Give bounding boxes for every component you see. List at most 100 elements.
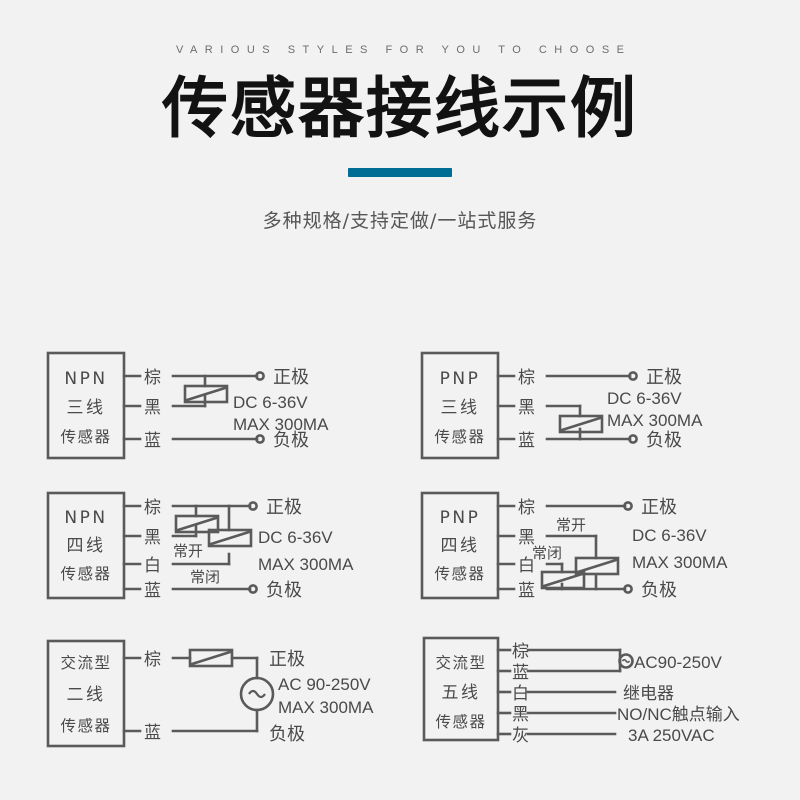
wire-label-black: 黑 [512,705,529,725]
page-subtitle: 多种规格/支持定做/一站式服务 [262,210,538,232]
wire-label-black: 黑 [144,398,161,418]
wire-label-black: 黑 [518,528,535,548]
terminal-positive: 正极 [273,367,309,388]
relay-symbol-no [174,514,220,534]
box-line-2: 五线 [442,683,481,703]
wire-label-brown: 棕 [144,368,161,388]
wire-label-blue: 蓝 [144,723,161,743]
diagram-ac-2-wire: 交流型 二线 传感器 棕 蓝 正极 负极 AC 90-250V MAX 300M… [30,628,390,768]
terminal-negative: 负极 [269,724,305,745]
wire-label-white: 白 [518,556,535,576]
spec-current: MAX 300MA [607,411,703,430]
sensor-box [422,636,500,742]
terminal-dot-positive [255,371,265,381]
spec-voltage: DC 6-36V [632,526,707,545]
relay-symbol [558,414,604,434]
terminal-dot-negative [628,434,638,444]
sensor-box [420,491,500,600]
terminal-dot-positive [248,501,258,511]
terminal-dot-negative [623,584,633,594]
box-line-3: 传感器 [60,717,111,735]
wire-label-blue: 蓝 [144,581,161,601]
wire-label-white: 白 [144,556,161,576]
box-line-3: 传感器 [435,713,486,731]
label-ac-voltage: AC90-250V [634,653,723,672]
spec-voltage: DC 6-36V [607,389,682,408]
box-line-3: 传感器 [434,565,485,583]
box-line-1: PNP [440,369,481,389]
diagram-pnp-3-wire: PNP 三线 传感器 棕 黑 蓝 正极 负极 DC 6-36V MAX 300M… [410,338,770,478]
wire-label-black: 黑 [518,398,535,418]
terminal-dot-positive [623,501,633,511]
box-line-2: 四线 [441,536,480,556]
sensor-box [46,491,126,600]
box-line-2: 四线 [67,536,106,556]
sensor-box [46,639,126,748]
diagram-npn-4-wire: NPN 四线 传感器 棕 黑 白 蓝 常开 常闭 正极 负极 DC 6-36V … [30,485,390,615]
wire-label-blue: 蓝 [518,581,535,601]
terminal-positive: 正极 [641,497,677,518]
box-line-1: NPN [64,508,107,528]
terminal-positive: 正极 [269,649,305,670]
contact-label-no: 常开 [556,516,586,534]
spec-voltage: DC 6-36V [258,528,333,547]
spec-current: MAX 300MA [233,415,329,434]
box-line-2: 三线 [67,398,106,418]
relay-symbol-no [574,556,620,576]
diagram-pnp-4-wire: PNP 四线 传感器 棕 黑 白 蓝 常开 常闭 正极 负极 DC 6-36V … [410,485,780,615]
label-contact-input: NO/NC触点输入 [617,705,740,724]
terminal-negative: 负极 [641,580,677,601]
terminal-dot-positive [628,371,638,381]
terminal-dot-negative [255,434,265,444]
box-line-2: 二线 [67,685,106,705]
spec-current: MAX 300MA [278,698,374,717]
box-line-3: 传感器 [60,428,111,446]
terminal-negative: 负极 [266,580,302,601]
spec-voltage: AC 90-250V [278,675,371,694]
terminal-positive: 正极 [646,367,682,388]
relay-symbol-nc [207,528,253,548]
page-title: 传感器接线示例 [162,70,638,147]
wire-label-brown: 棕 [518,498,535,518]
eyebrow-text: VARIOUS STYLES FOR YOU TO CHOOSE [175,44,632,56]
accent-divider [348,168,452,177]
wire-label-white: 白 [512,684,529,704]
terminal-negative: 负极 [646,430,682,451]
relay-symbol-nc [540,570,586,590]
wire-label-black: 黑 [144,528,161,548]
wire-label-brown: 棕 [144,650,161,670]
box-line-1: PNP [440,508,481,528]
ac-source-symbol [618,653,634,669]
box-line-1: 交流型 [435,654,486,672]
terminal-negative: 负极 [273,430,309,451]
wire-label-blue: 蓝 [518,431,535,451]
wire-label-brown: 棕 [512,642,529,662]
diagram-npn-3-wire: NPN 三线 传感器 棕 黑 蓝 正极 负极 DC 6-36V MAX 300M… [30,338,380,478]
contact-label-nc: 常闭 [532,544,562,562]
box-line-3: 传感器 [60,565,111,583]
spec-voltage: DC 6-36V [233,393,308,412]
wiring-diagram-grid: NPN 三线 传感器 棕 黑 蓝 正极 负极 DC 6-36V MAX 300M… [0,330,800,800]
spec-current: MAX 300MA [258,555,354,574]
ac-waveform-icon [248,689,266,699]
wire-label-blue: 蓝 [512,663,529,683]
terminal-dot-negative [248,584,258,594]
box-line-1: 交流型 [60,654,111,672]
box-line-2: 三线 [441,398,480,418]
contact-label-nc: 常闭 [190,568,220,586]
wire-label-blue: 蓝 [144,431,161,451]
wire-label-brown: 棕 [144,498,161,518]
relay-symbol [183,384,229,404]
diagram-ac-5-wire: 交流型 五线 传感器 棕 蓝 白 黑 灰 AC90-250V 继电器 NO/NC… [410,628,790,768]
spec-current: MAX 300MA [632,553,728,572]
label-relay: 继电器 [623,684,674,703]
page-header: VARIOUS STYLES FOR YOU TO CHOOSE 传感器接线示例… [0,0,800,233]
contact-label-no: 常开 [173,542,203,560]
box-line-1: NPN [64,369,107,389]
label-rating: 3A 250VAC [628,726,715,745]
wire-label-grey: 灰 [512,726,529,746]
terminal-positive: 正极 [266,497,302,518]
wire-label-brown: 棕 [518,368,535,388]
ac-waveform-icon [621,658,631,664]
ac-source-symbol [239,676,275,712]
